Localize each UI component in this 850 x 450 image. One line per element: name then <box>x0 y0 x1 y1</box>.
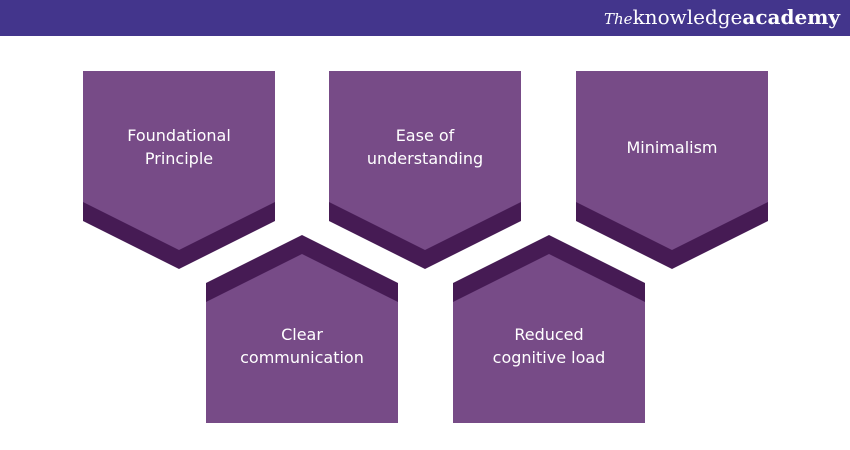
label-line-1: Ease of <box>395 126 455 145</box>
chevron-down-shape <box>83 71 275 269</box>
label-line-2: understanding <box>366 149 484 168</box>
chevron-down-shape <box>329 71 521 269</box>
brand-prefix: The <box>604 10 633 28</box>
shape-minimalism: Minimalism <box>576 71 768 269</box>
label-line-1: Foundational <box>127 126 231 145</box>
brand-middle: knowledge <box>632 5 743 29</box>
shape-reduced-cognitive-load: Reduced cognitive load <box>453 235 645 423</box>
shape-foundational-principle: Foundational Principle <box>83 71 275 269</box>
chevron-up-shape <box>453 235 645 423</box>
brand-suffix: academy <box>742 5 840 29</box>
brand-logo[interactable]: Theknowledgeacademy <box>604 4 840 32</box>
shape-label: Minimalism <box>576 136 768 159</box>
label-line-2: Principle <box>144 149 214 168</box>
label-line-2: communication <box>240 348 364 367</box>
label-line-2: cognitive load <box>492 348 606 367</box>
shape-label: Ease of understanding <box>329 124 521 170</box>
label-line-1: Clear <box>281 325 323 344</box>
shape-label: Reduced cognitive load <box>453 323 645 369</box>
label-line-1: Reduced <box>514 325 584 344</box>
shape-ease-of-understanding: Ease of understanding <box>329 71 521 269</box>
shape-label: Foundational Principle <box>83 124 275 170</box>
chevron-up-shape <box>206 235 398 423</box>
shape-clear-communication: Clear communication <box>206 235 398 423</box>
header-bar: Theknowledgeacademy <box>0 0 850 36</box>
shape-label: Clear communication <box>206 323 398 369</box>
label-line-1: Minimalism <box>626 138 718 157</box>
chevron-down-shape <box>576 71 768 269</box>
